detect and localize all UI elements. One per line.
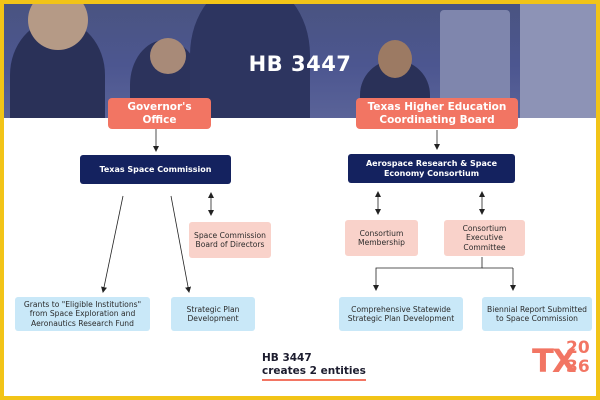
governors-office-box: Governor's Office <box>108 98 211 129</box>
hero-photo-banner: HB 3447 <box>0 0 600 118</box>
photo-figure <box>150 38 186 74</box>
arrow-commission-to-strategic <box>170 195 192 293</box>
statewide-plan-box: Comprehensive Statewide Strategic Plan D… <box>339 297 463 331</box>
aerospace-consortium-box: Aerospace Research & Space Economy Conso… <box>348 154 515 183</box>
logo-number-top: 20 <box>566 338 590 358</box>
photo-figure <box>520 0 600 118</box>
texas-space-commission-box: Texas Space Commission <box>80 155 231 184</box>
tx2036-logo: TX 20 36 <box>532 340 590 386</box>
photo-figure <box>440 10 510 110</box>
coordinating-board-box: Texas Higher Education Coordinating Boar… <box>356 98 518 129</box>
caption-title: HB 3447 <box>262 352 312 364</box>
grants-box: Grants to "Eligible Institutions" from S… <box>15 297 150 331</box>
connector-executive-bracket <box>373 257 483 291</box>
photo-figure <box>190 0 310 118</box>
page-title: HB 3447 <box>248 52 352 76</box>
caption: HB 3447 creates 2 entities <box>262 352 366 382</box>
photo-figure <box>378 40 412 78</box>
logo-letters: TX <box>532 342 576 380</box>
photo-figure <box>28 0 88 50</box>
caption-subtitle: creates 2 entities <box>262 365 366 382</box>
consortium-membership-box: Consortium Membership <box>345 220 418 256</box>
consortium-executive-box: Consortium Executive Committee <box>444 220 525 256</box>
arrow-commission-to-grants <box>101 195 124 293</box>
biennial-report-box: Biennial Report Submitted to Space Commi… <box>482 297 592 331</box>
strategic-plan-box: Strategic Plan Development <box>171 297 255 331</box>
logo-number-bottom: 36 <box>566 357 590 377</box>
space-commission-board-box: Space Commission Board of Directors <box>189 222 271 258</box>
